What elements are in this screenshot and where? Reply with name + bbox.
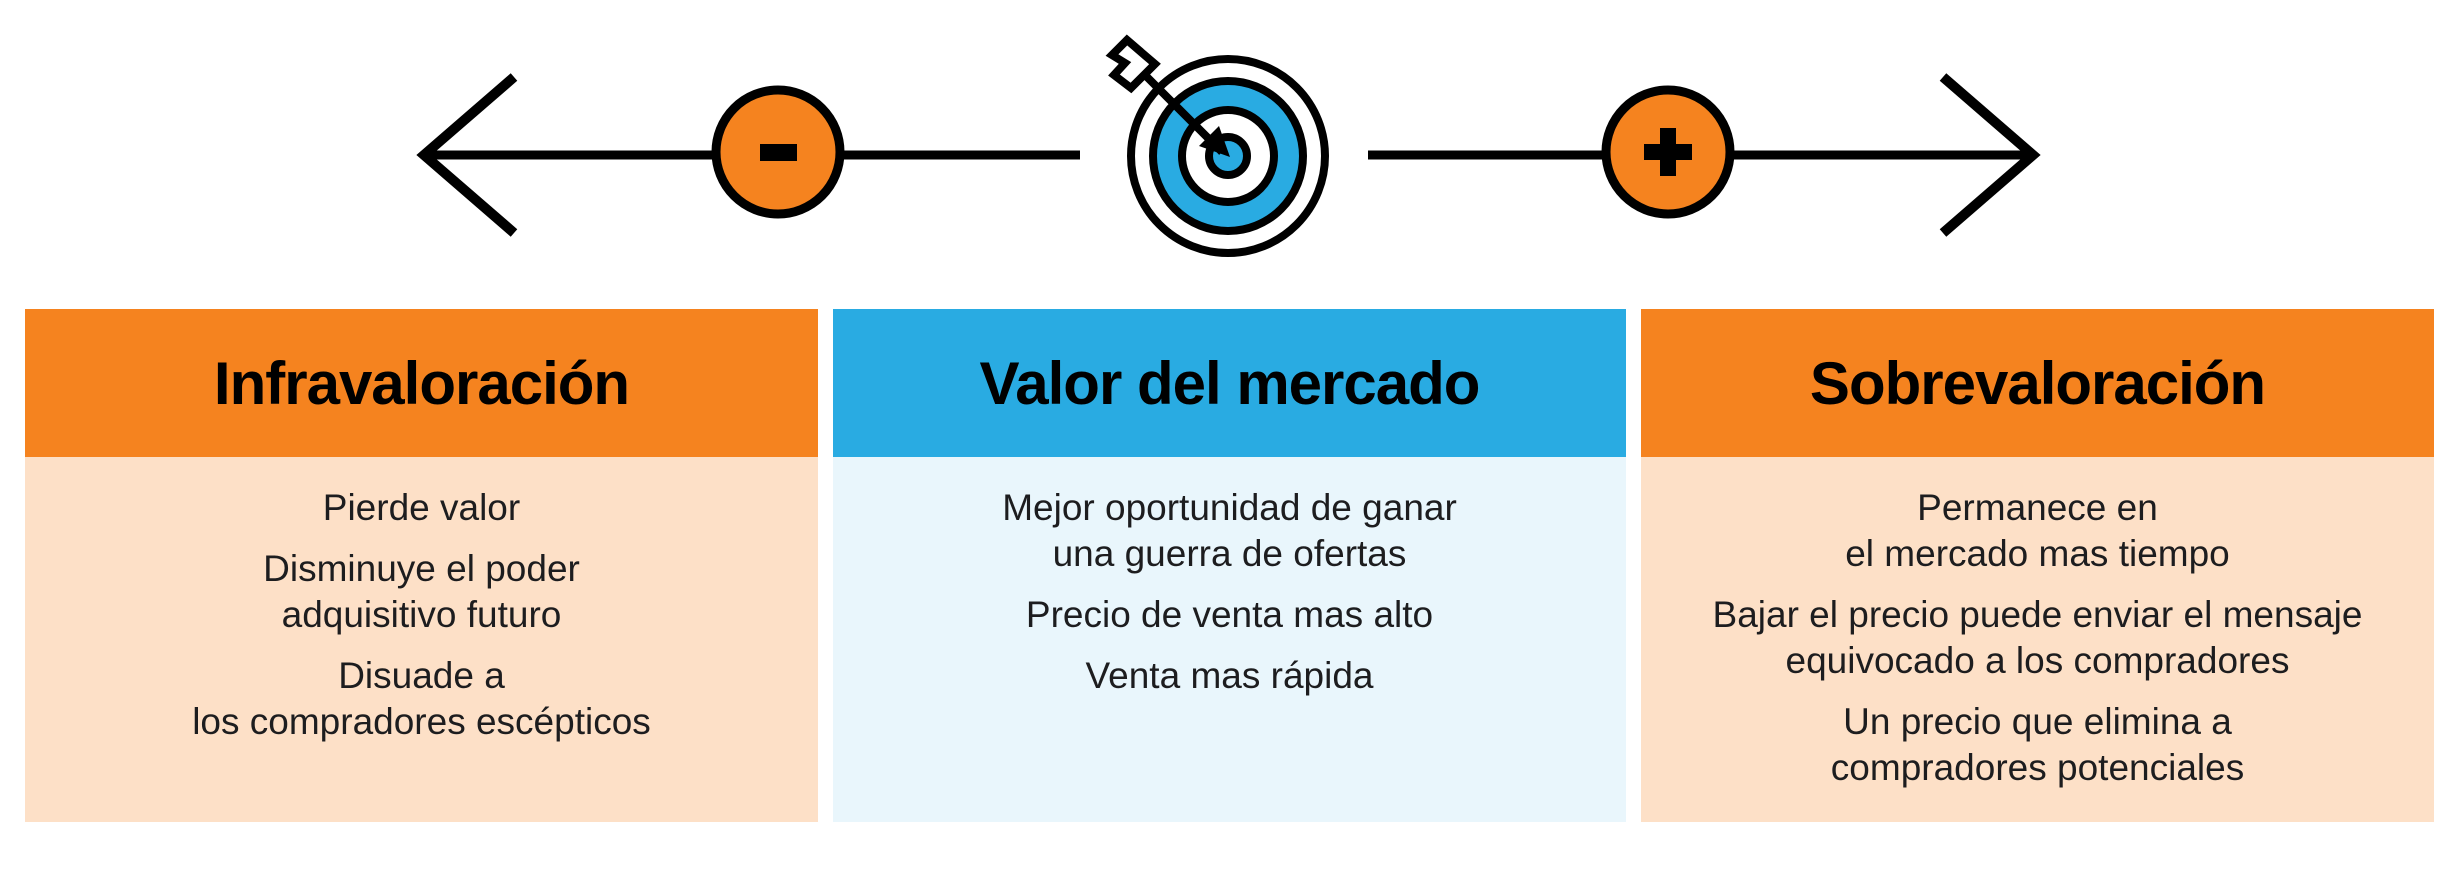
list-item: Pierde valor bbox=[35, 485, 808, 531]
item-line: Bajar el precio puede enviar el mensaje bbox=[1712, 594, 2363, 635]
item-line: equivocado a los compradores bbox=[1785, 640, 2290, 681]
item-line: Precio de venta mas alto bbox=[1025, 594, 1434, 635]
list-item: Un precio que elimina a compradores pote… bbox=[1651, 699, 2424, 791]
right-arrowhead-icon bbox=[1939, 73, 2041, 237]
column-infravaloracion: Infravaloración Pierde valor Disminuye e… bbox=[25, 309, 818, 822]
list-item: Permanece en el mercado mas tiempo bbox=[1651, 485, 2424, 577]
list-item: Bajar el precio puede enviar el mensaje … bbox=[1651, 592, 2424, 684]
column-title: Valor del mercado bbox=[833, 309, 1626, 457]
list-item: Disuade a los compradores escépticos bbox=[35, 653, 808, 745]
minus-icon bbox=[711, 85, 845, 219]
column-body: Mejor oportunidad de ganar una guerra de… bbox=[833, 457, 1626, 822]
item-line: Venta mas rápida bbox=[1085, 655, 1374, 696]
item-line: Disminuye el poder bbox=[263, 548, 580, 589]
column-valor-del-mercado: Valor del mercado Mejor oportunidad de g… bbox=[833, 309, 1626, 822]
column-body: Permanece en el mercado mas tiempo Bajar… bbox=[1641, 457, 2434, 822]
item-line: adquisitivo futuro bbox=[281, 594, 562, 635]
item-line: una guerra de ofertas bbox=[1052, 533, 1407, 574]
price-spectrum-arrow bbox=[416, 34, 2041, 257]
list-item: Venta mas rápida bbox=[843, 653, 1616, 699]
item-line: los compradores escépticos bbox=[192, 701, 651, 742]
column-body: Pierde valor Disminuye el poder adquisit… bbox=[25, 457, 818, 822]
item-line: Disuade a bbox=[338, 655, 505, 696]
item-line: compradores potenciales bbox=[1830, 747, 2245, 788]
column-title: Infravaloración bbox=[25, 309, 818, 457]
list-item: Precio de venta mas alto bbox=[843, 592, 1616, 638]
column-sobrevaloracion: Sobrevaloración Permanece en el mercado … bbox=[1641, 309, 2434, 822]
column-title: Sobrevaloración bbox=[1641, 309, 2434, 457]
item-line: Pierde valor bbox=[322, 487, 521, 528]
item-line: Mejor oportunidad de ganar bbox=[1002, 487, 1457, 528]
bullseye-target-icon bbox=[1105, 34, 1329, 257]
item-line: el mercado mas tiempo bbox=[1845, 533, 2230, 574]
columns-row: Infravaloración Pierde valor Disminuye e… bbox=[25, 309, 2434, 822]
list-item: Mejor oportunidad de ganar una guerra de… bbox=[843, 485, 1616, 577]
item-line: Permanece en bbox=[1917, 487, 2158, 528]
item-line: Un precio que elimina a bbox=[1843, 701, 2232, 742]
left-arrowhead-icon bbox=[416, 73, 518, 237]
list-item: Disminuye el poder adquisitivo futuro bbox=[35, 546, 808, 638]
plus-icon bbox=[1601, 85, 1735, 219]
